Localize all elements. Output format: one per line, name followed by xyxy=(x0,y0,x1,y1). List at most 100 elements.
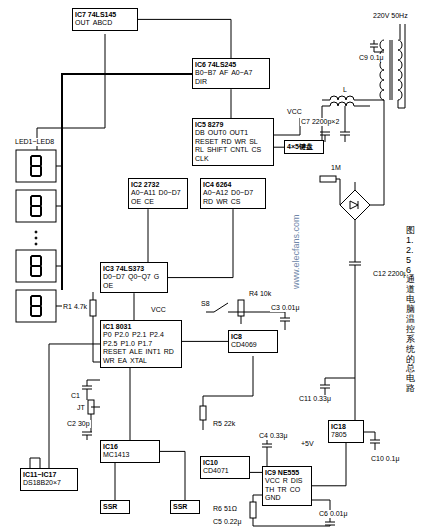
capacitor-label: C6 0.01μ xyxy=(318,510,349,518)
pin-name: Q0~Q7 xyxy=(128,273,151,281)
capacitor-label: C9 0.1μ xyxy=(358,54,385,62)
pin-name: DB xyxy=(195,129,205,137)
wire-connector xyxy=(115,463,116,500)
or-gate-chip: IC10CD4071 xyxy=(200,456,250,479)
resistor-label: R4 10k xyxy=(248,290,272,298)
pin-name: OE xyxy=(131,198,141,206)
part-name: IC7 74LS145 xyxy=(75,11,135,19)
figure-caption: 图1.2.5 6通道电脑温控系统的总电路 xyxy=(406,226,415,394)
pin-name: P2.1 xyxy=(132,331,146,339)
pin-name: P2.4 xyxy=(149,331,163,339)
pin-name: VCC xyxy=(265,477,280,485)
watermark: www.elecfans.com xyxy=(292,213,302,290)
relay-box: SSR xyxy=(100,500,130,514)
pin-name: EA xyxy=(118,357,127,365)
pin-name: CO xyxy=(290,486,301,494)
decoder-chip: IC7 74LS145OUTABCD xyxy=(72,8,138,31)
part-name: IC2 2732 xyxy=(131,181,185,189)
wire-connector xyxy=(130,368,131,440)
pin-name: DIR xyxy=(195,78,207,86)
pin-name: P2.0 xyxy=(115,331,129,339)
inverter-chip: IC8CD4069 xyxy=(228,330,278,353)
wire-connector xyxy=(168,209,233,277)
wire-connector xyxy=(134,293,135,320)
part-name: 4×5键盘 xyxy=(287,143,321,151)
switch-label: S8 xyxy=(200,300,211,308)
pin-name: P2.5 xyxy=(103,340,117,348)
pin-name: 7805 xyxy=(331,431,347,439)
sensor-bus xyxy=(30,458,40,468)
pin-name: INT1 xyxy=(146,348,161,356)
pin-name: TR xyxy=(277,486,286,494)
pin-name: D0~D7 xyxy=(103,273,125,281)
pin-name: CE xyxy=(144,198,154,206)
pin-name: CS xyxy=(251,146,261,154)
pin-name: CD4069 xyxy=(231,341,257,349)
pin-name: SHIFT xyxy=(207,146,227,154)
pin-name: RD xyxy=(164,348,174,356)
pin-name: ALE xyxy=(129,348,142,356)
pin-name: XTAL xyxy=(130,357,147,365)
pin-name: D0~D7 xyxy=(159,189,181,197)
bus-wires xyxy=(37,34,300,306)
timer-rc xyxy=(200,356,335,526)
capacitor-label: C2 30p xyxy=(66,420,91,428)
pin-name: P1.7 xyxy=(138,340,152,348)
pin-name: DIS xyxy=(291,477,303,485)
power-supply xyxy=(320,24,405,450)
part-name: IC11~IC17 xyxy=(23,471,75,479)
resistor-label: R5 22k xyxy=(212,420,236,428)
capacitor-label: C1 xyxy=(70,392,81,400)
pin-name: WR xyxy=(234,138,246,146)
part-name: IC18 xyxy=(331,423,361,431)
pin-name: WR xyxy=(103,357,115,365)
pin-name: B0~B7 xyxy=(195,69,216,77)
part-name: IC6 74LS245 xyxy=(195,61,267,69)
capacitor-label: C7 2200p×2 xyxy=(300,118,340,126)
pin-name: SL xyxy=(249,138,258,146)
part-name: IC10 xyxy=(203,459,247,467)
pin-name: A0~A11 xyxy=(131,189,156,197)
led-label: LED1~LED8 xyxy=(14,138,55,146)
pin-name: GND xyxy=(265,494,281,502)
pin-name: DS18B20×7 xyxy=(23,479,61,487)
supply-label: +5V xyxy=(300,440,315,448)
wire-connector xyxy=(312,443,346,486)
capacitor-label: C11 0.33μ xyxy=(298,395,332,403)
part-name: IC8 xyxy=(231,333,275,341)
latch-chip: IC3 74LS373D0~D7Q0~Q7GOE xyxy=(100,262,168,293)
wire-connector xyxy=(160,451,185,500)
capacitor-label: C3 0.01μ xyxy=(270,304,301,312)
wire-connector xyxy=(148,209,149,262)
part-name: IC5 8279 xyxy=(195,121,271,129)
ram-chip: IC4 6264A0~A12D0~D7RDWRCS xyxy=(200,178,266,209)
regulator-chip: IC187805 xyxy=(328,420,364,443)
pin-name: AF xyxy=(219,69,228,77)
pin-name: OUT xyxy=(75,19,90,27)
pin-name: TH xyxy=(265,486,274,494)
buffer-chip: IC6 74LS245B0~B7AFA0~A7DIR xyxy=(192,58,270,89)
supply-label: VCC xyxy=(150,306,167,314)
resistor-label: R6 51Ω xyxy=(212,505,238,513)
wire-connector xyxy=(274,147,284,148)
pin-name: ABCD xyxy=(93,19,112,27)
relay-box: SSR xyxy=(170,500,200,514)
crystal-label: JT xyxy=(76,404,86,412)
wire-connector xyxy=(138,19,231,58)
mains-label: 220V 50Hz xyxy=(372,12,409,20)
wire-connector xyxy=(250,472,262,473)
pin-name: RESET xyxy=(195,138,218,146)
part-name: IC16 xyxy=(103,443,157,451)
capacitor-label: C4 0.33μ xyxy=(258,432,289,440)
part-name: IC4 6264 xyxy=(203,181,263,189)
pin-name: OE xyxy=(103,282,113,290)
wire-connector xyxy=(182,341,228,342)
pin-name: A0~A7 xyxy=(231,69,252,77)
keyboard-controller-chip: IC5 8279DBOUT0OUT1RESETRDWRSLRLSHIFTCNTL… xyxy=(192,118,274,166)
timer-chip: IC9 NE555VCCRDISTHTRCOGND xyxy=(262,466,312,506)
wire-connector xyxy=(231,89,232,118)
eprom-chip: IC2 2732A0~A11D0~D7OECE xyxy=(128,178,188,209)
pin-name: WR xyxy=(216,198,228,206)
led-display xyxy=(16,150,56,322)
pin-name: RESET xyxy=(103,348,126,356)
